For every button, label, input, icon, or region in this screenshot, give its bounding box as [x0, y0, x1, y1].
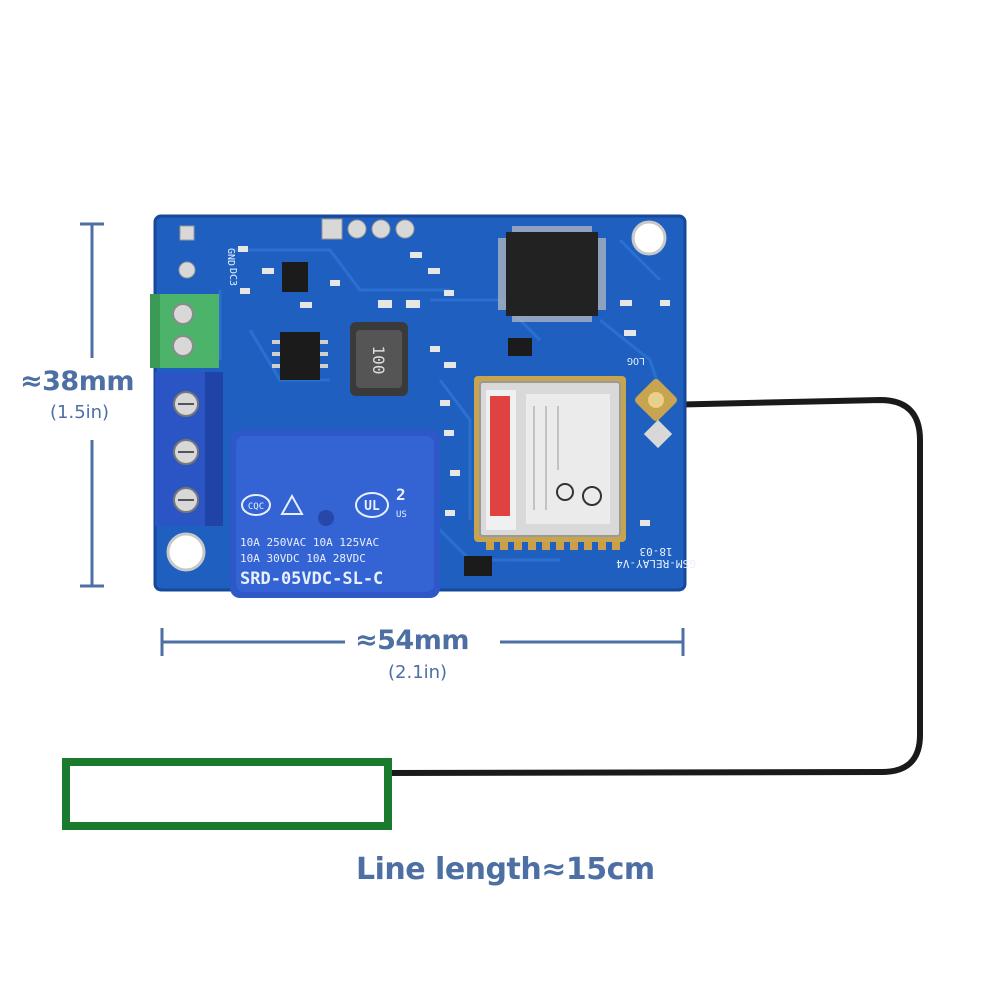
dc-label: DC3	[227, 268, 238, 286]
relay-rating-line-1: 10A 250VAC 10A 125VAC	[240, 536, 379, 549]
gsm-module	[474, 376, 626, 550]
blue-terminal-block	[155, 372, 223, 526]
pcb-board: 100	[150, 214, 696, 598]
svg-text:UL: UL	[364, 499, 380, 514]
log-label: LOG	[627, 355, 645, 366]
relay: CQC UL 2 US 10A 250VAC 10A 125VAC 10A 30…	[230, 430, 440, 598]
inductor-label: 100	[369, 346, 388, 375]
antenna-plate	[62, 758, 392, 830]
width-dimension-line	[160, 628, 685, 656]
header-pins	[178, 218, 415, 279]
width-label: ≈54mm	[355, 625, 469, 656]
height-sub-label: (1.5in)	[50, 402, 110, 423]
board-date-label: 18-03	[639, 545, 672, 558]
microcontroller-chip	[498, 226, 606, 322]
relay-model: SRD-05VDC-SL-C	[240, 569, 383, 589]
antenna-connector	[635, 379, 677, 449]
svg-text:CQC: CQC	[248, 502, 264, 512]
cable-length-caption: Line length≈15cm	[356, 852, 655, 887]
width-sub-label: (2.1in)	[388, 662, 448, 683]
height-dimension-line	[80, 222, 104, 588]
relay-rating-line-2: 10A 30VDC 10A 28VDC	[240, 552, 366, 565]
antenna-cable	[382, 396, 923, 776]
svg-text:US: US	[396, 510, 407, 520]
inductor: 100	[350, 322, 408, 396]
board-name-label: GSM-RELAY-V4	[616, 557, 696, 570]
gnd-label: GND	[225, 248, 236, 266]
green-terminal-block	[150, 294, 219, 368]
svg-text:2: 2	[396, 485, 406, 504]
height-label: ≈38mm	[20, 366, 134, 397]
